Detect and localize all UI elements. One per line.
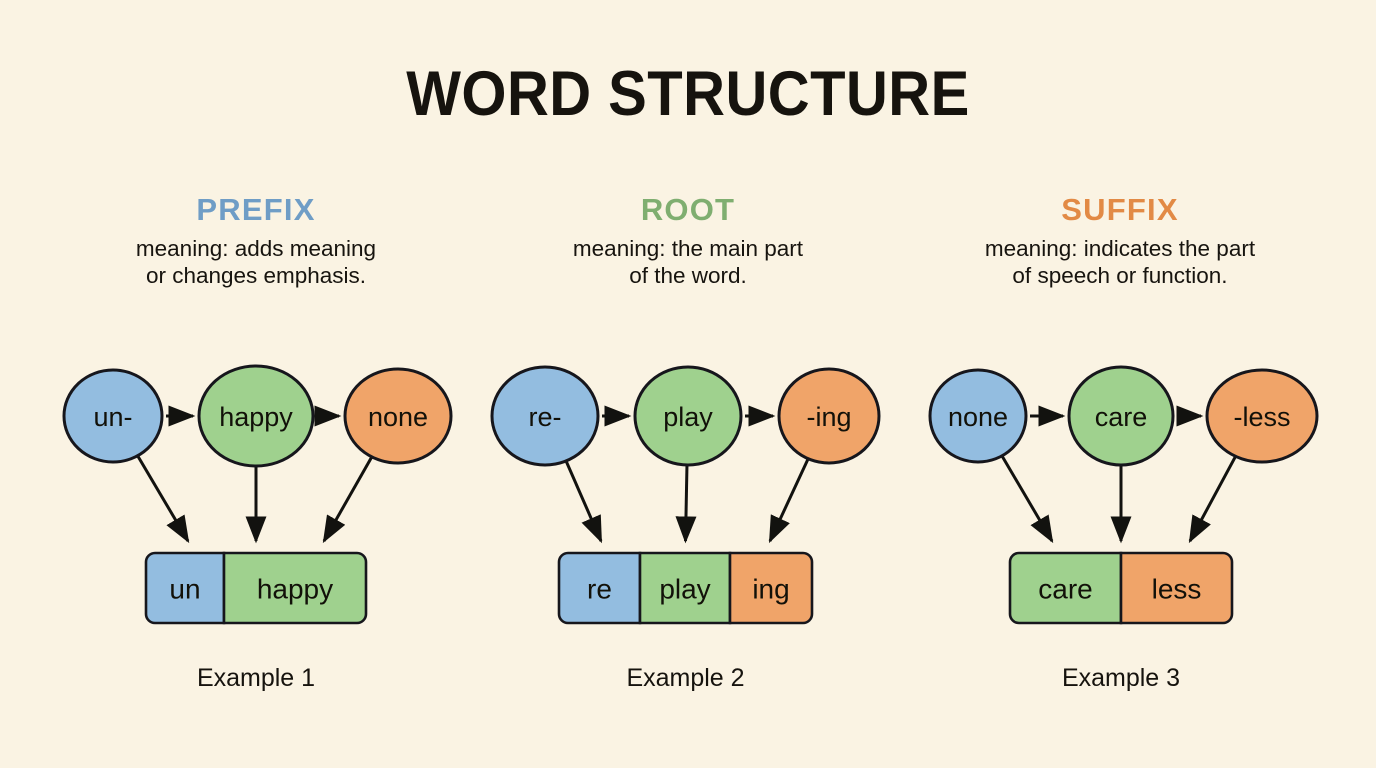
node-label: play (663, 402, 713, 432)
node-circle-prefix (490, 365, 600, 467)
word-segment-root (222, 551, 368, 625)
example-caption: Example 3 (1062, 664, 1180, 692)
word-segment-suffix (728, 551, 814, 625)
node-circle-root (633, 365, 743, 467)
node-label: none (948, 402, 1008, 432)
node-circle-prefix (928, 368, 1028, 464)
page-title: WORD STRUCTURE (406, 59, 970, 129)
node-label: -less (1233, 402, 1290, 432)
drop-arrow-3-3 (1188, 450, 1240, 544)
drop-arrow-2-3 (768, 452, 813, 544)
node-label: care (1095, 402, 1148, 432)
word-segment-label: less (1152, 574, 1202, 605)
column-description-prefix: meaning: adds meaning or changes emphasi… (135, 235, 377, 289)
node-circle-prefix (62, 368, 164, 464)
column-label-prefix: PREFIX (196, 192, 316, 227)
drop-arrow-1-1 (133, 449, 190, 544)
node-circle-suffix (1205, 368, 1319, 464)
node-circle-root (1067, 365, 1175, 467)
word-segment-label: ing (752, 574, 789, 605)
example-caption: Example 1 (197, 664, 315, 692)
column-label-suffix: SUFFIX (1061, 192, 1179, 227)
word-segment-suffix (1119, 551, 1234, 625)
word-segment-label: re (587, 574, 612, 605)
word-segment-prefix (144, 551, 226, 625)
example-caption: Example 2 (626, 664, 744, 692)
word-segment-label: happy (257, 574, 333, 605)
drop-arrow-1-3 (322, 450, 377, 544)
column-header-suffix: SUFFIX meaning: indicates the part of sp… (910, 192, 1330, 290)
drop-arrow-2-2 (675, 459, 697, 544)
node-label: happy (219, 402, 293, 432)
word-segment-prefix (557, 551, 642, 625)
column-header-prefix: PREFIX meaning: adds meaning or changes … (46, 192, 466, 290)
column-header-root: ROOT meaning: the main part of the word. (478, 192, 898, 290)
node-circle-suffix (777, 367, 881, 465)
node-circle-root (197, 364, 315, 468)
node-label: none (368, 402, 428, 432)
column-label-root: ROOT (640, 192, 736, 227)
column-description-root: meaning: the main part of the word. (572, 235, 804, 289)
drop-arrow-3-1 (997, 450, 1054, 544)
node-label: -ing (806, 402, 851, 432)
drop-arrow-2-1 (562, 454, 603, 544)
word-segment-label: care (1038, 574, 1092, 605)
column-description-suffix: meaning: indicates the part of speech or… (984, 235, 1256, 289)
word-segment-root (1008, 551, 1123, 625)
node-circle-suffix (343, 367, 453, 465)
node-label: re- (529, 402, 562, 432)
node-label: un- (93, 402, 132, 432)
word-segment-label: play (659, 574, 710, 605)
word-segment-label: un (169, 574, 200, 605)
